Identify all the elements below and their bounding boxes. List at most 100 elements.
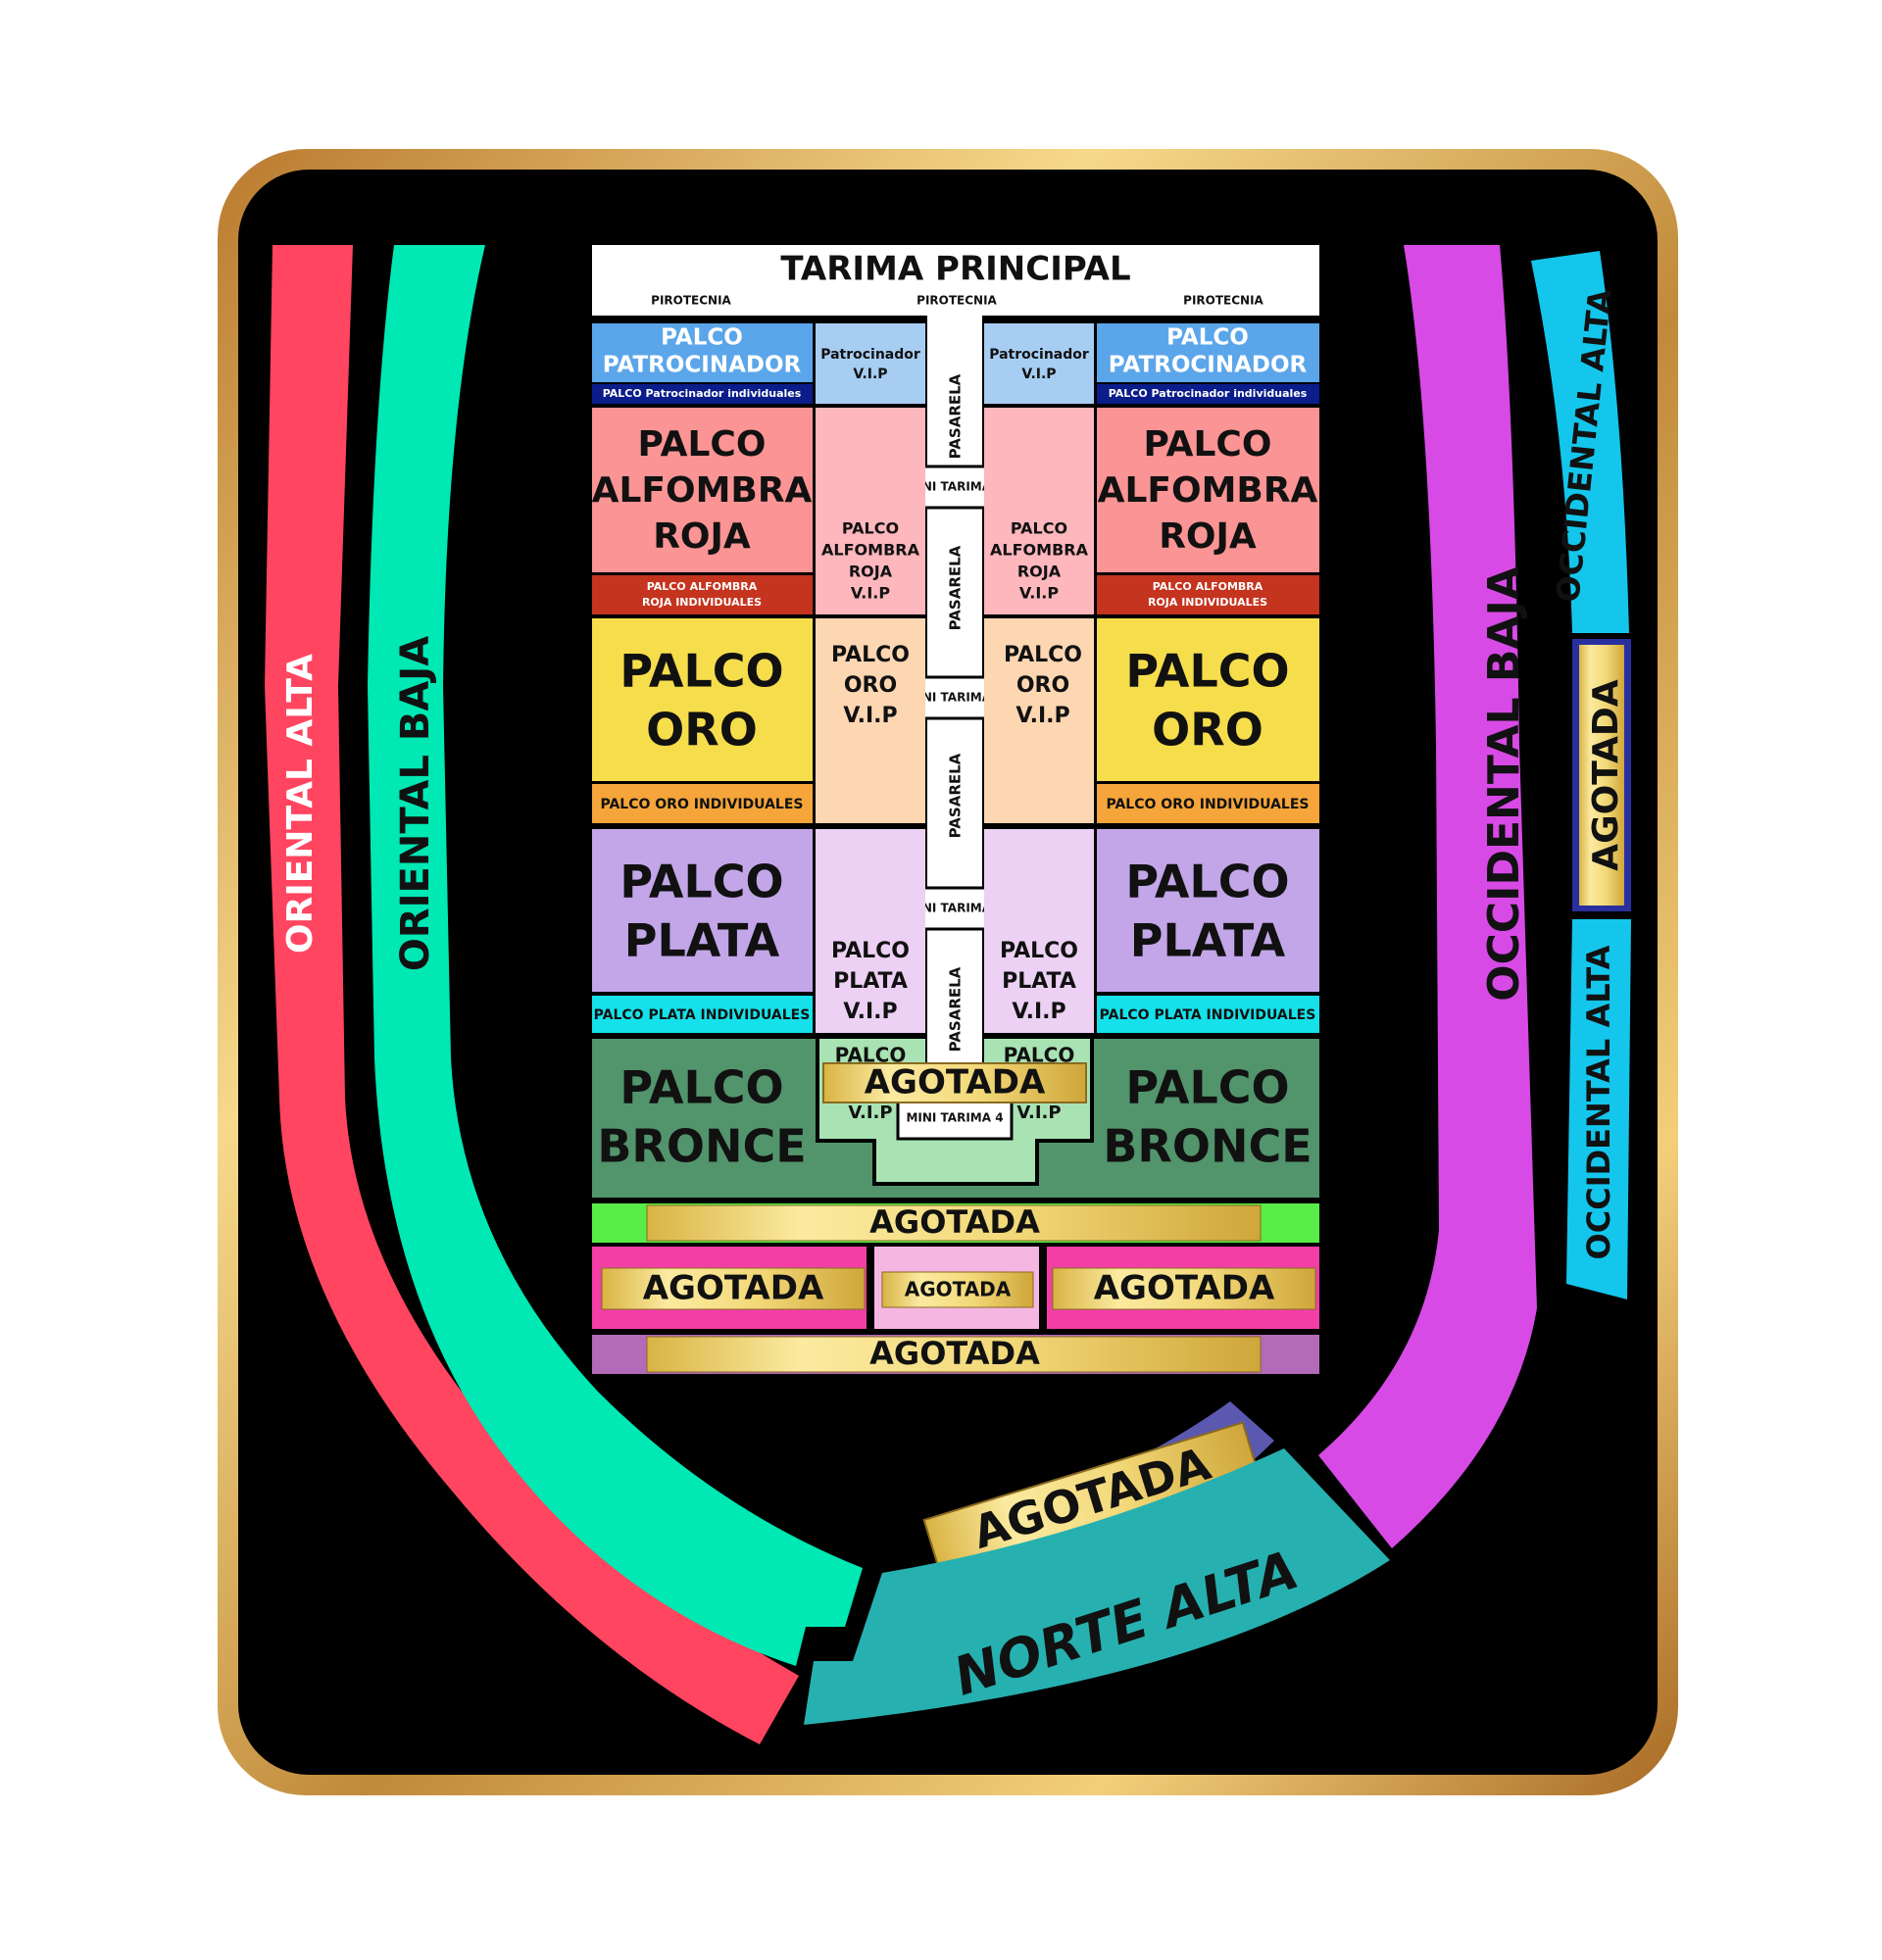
alfombra-individual-right-line1: PALCO ALFOMBRA [1153,580,1263,593]
patrocinador-right-line2: PATROCINADOR [1109,353,1308,378]
section-norte-alta[interactable] [804,1448,1390,1725]
palco-bronce[interactable] [592,1039,1319,1198]
sold-out-plaque-occidental [1579,645,1624,906]
oro-vip-left-line2: ORO [844,673,897,698]
alfombra-vip-left[interactable] [816,408,925,614]
patrocinador-individual-right-label: PALCO Patrocinador individuales [1109,387,1308,400]
sold-out-label-purple-row: AGOTADA [869,1335,1040,1372]
runway-label-4: PASARELA [947,966,965,1052]
patrocinador-vip-right-line1: Patrocinador [989,347,1089,363]
alfombra-vip-right[interactable] [984,408,1094,614]
sold-out-plaque-pink-center [881,1271,1034,1308]
plata-left-line1: PALCO [619,856,783,908]
patrocinador-left-line1: PALCO [661,325,743,351]
bronce-vip-left-line2: V.I.P [848,1102,892,1123]
section-occidental-baja[interactable] [1318,245,1537,1548]
bronce-vip-right-line2: V.I.P [1016,1102,1061,1123]
alfombra-vip-right-line3: ROJA [1017,563,1062,581]
palco-plata-left[interactable] [592,829,813,992]
alfombra-individual-left[interactable] [592,575,813,614]
palco-oro-right[interactable] [1097,618,1319,781]
bronce-right-line1: PALCO [1125,1061,1289,1114]
section-oriental-baja[interactable] [368,245,863,1666]
palco-plata-right[interactable] [1097,829,1319,992]
pyro-center-label: PIROTECNIA [916,294,997,308]
label-oriental-baja: ORIENTAL BAJA [393,636,438,971]
palco-alfombra-right[interactable] [1097,408,1319,572]
runway-label-2: PASARELA [947,545,965,630]
pyro-right-label: PIROTECNIA [1183,294,1263,308]
oro-vip-left[interactable] [816,618,925,823]
oro-individual-left[interactable] [592,784,813,823]
oro-vip-right[interactable] [984,618,1094,823]
palco-patrocinador-left[interactable] [592,323,813,382]
palco-oro-left[interactable] [592,618,813,781]
section-occidental-alta-bottom[interactable] [1566,919,1631,1299]
alfombra-individual-right-line2: ROJA INDIVIDUALES [1148,596,1267,609]
plata-vip-right-line2: PLATA [1002,969,1076,994]
alfombra-vip-right-line2: ALFOMBRA [990,541,1089,560]
sold-out-label-pink-center: AGOTADA [905,1278,1012,1301]
alfombra-vip-left-line4: V.I.P [851,584,890,603]
oro-left-line1: PALCO [619,645,783,698]
runway [927,316,982,1164]
alfombra-individual-left-line2: ROJA INDIVIDUALES [642,596,762,609]
plata-individual-right-label: PALCO PLATA INDIVIDUALES [1100,1007,1316,1023]
sold-out-plaque-pink-right [1052,1267,1316,1310]
alfombra-individual-right[interactable] [1097,575,1319,614]
sold-out-label-pink-left: AGOTADA [643,1269,824,1308]
patrocinador-individual-left[interactable] [592,384,813,404]
alfombra-vip-right-line4: V.I.P [1019,584,1059,603]
plata-vip-right[interactable] [984,829,1094,1033]
sold-out-plaque-purple-row [646,1336,1262,1373]
oro-individual-left-label: PALCO ORO INDIVIDUALES [601,797,804,812]
plata-individual-left[interactable] [592,996,813,1033]
oro-right-line2: ORO [1152,704,1263,757]
plata-vip-right-line3: V.I.P [1012,1000,1065,1024]
sold-out-label-occidental: AGOTADA [1586,679,1626,871]
label-oriental-alta: ORIENTAL ALTA [280,654,321,954]
alfombra-right-line3: ROJA [1159,516,1257,557]
alfombra-individual-left-line1: PALCO ALFOMBRA [647,580,758,593]
plata-vip-left-line3: V.I.P [843,1000,897,1024]
sold-out-plaque-pink-left [601,1267,866,1310]
main-stage [592,245,1319,316]
section-occidental-alta-top[interactable] [1531,251,1629,633]
mini-stage-3-label: MINI TARIMA 3 [906,902,1003,915]
section-oriental-alta[interactable] [265,245,799,1744]
oro-right-line1: PALCO [1125,645,1289,698]
runway-label-3: PASARELA [947,753,965,838]
patrocinador-vip-right[interactable] [984,323,1094,404]
alfombra-vip-left-line1: PALCO [842,519,899,538]
patrocinador-individual-left-label: PALCO Patrocinador individuales [603,387,802,400]
plata-individual-right[interactable] [1097,996,1319,1033]
alfombra-left-line2: ALFOMBRA [592,470,813,511]
alfombra-vip-right-line1: PALCO [1011,519,1067,538]
mini-stage-4 [896,1096,1014,1141]
patrocinador-vip-left-line1: Patrocinador [820,347,920,363]
plata-left-line2: PLATA [624,914,780,967]
plata-individual-left-label: PALCO PLATA INDIVIDUALES [594,1007,811,1023]
mini-stage-2-label: MINI TARIMA 2 [906,691,1003,705]
alfombra-left-line1: PALCO [638,424,767,465]
palco-alfombra-left[interactable] [592,408,813,572]
patrocinador-vip-left[interactable] [816,323,925,404]
plata-vip-left[interactable] [816,829,925,1033]
oro-vip-left-line3: V.I.P [843,704,897,728]
patrocinador-vip-left-line2: V.I.P [853,367,887,382]
bronce-right-line2: BRONCE [1103,1120,1312,1173]
patrocinador-vip-right-line2: V.I.P [1021,367,1056,382]
oro-left-line2: ORO [646,704,758,757]
mini-stage-4-label: MINI TARIMA 4 [906,1111,1003,1125]
patrocinador-right-line1: PALCO [1166,325,1249,351]
oro-individual-right[interactable] [1097,784,1319,823]
palco-patrocinador-right[interactable] [1097,323,1319,382]
sold-out-plaque-bronce-vip [822,1062,1087,1103]
patrocinador-individual-right[interactable] [1097,384,1319,404]
sold-out-label-green-row: AGOTADA [869,1203,1040,1241]
oro-vip-right-line3: V.I.P [1015,704,1069,728]
sold-out-plaque-green-row [646,1204,1262,1242]
oro-vip-left-line1: PALCO [831,643,910,667]
patrocinador-left-line2: PATROCINADOR [603,353,802,378]
